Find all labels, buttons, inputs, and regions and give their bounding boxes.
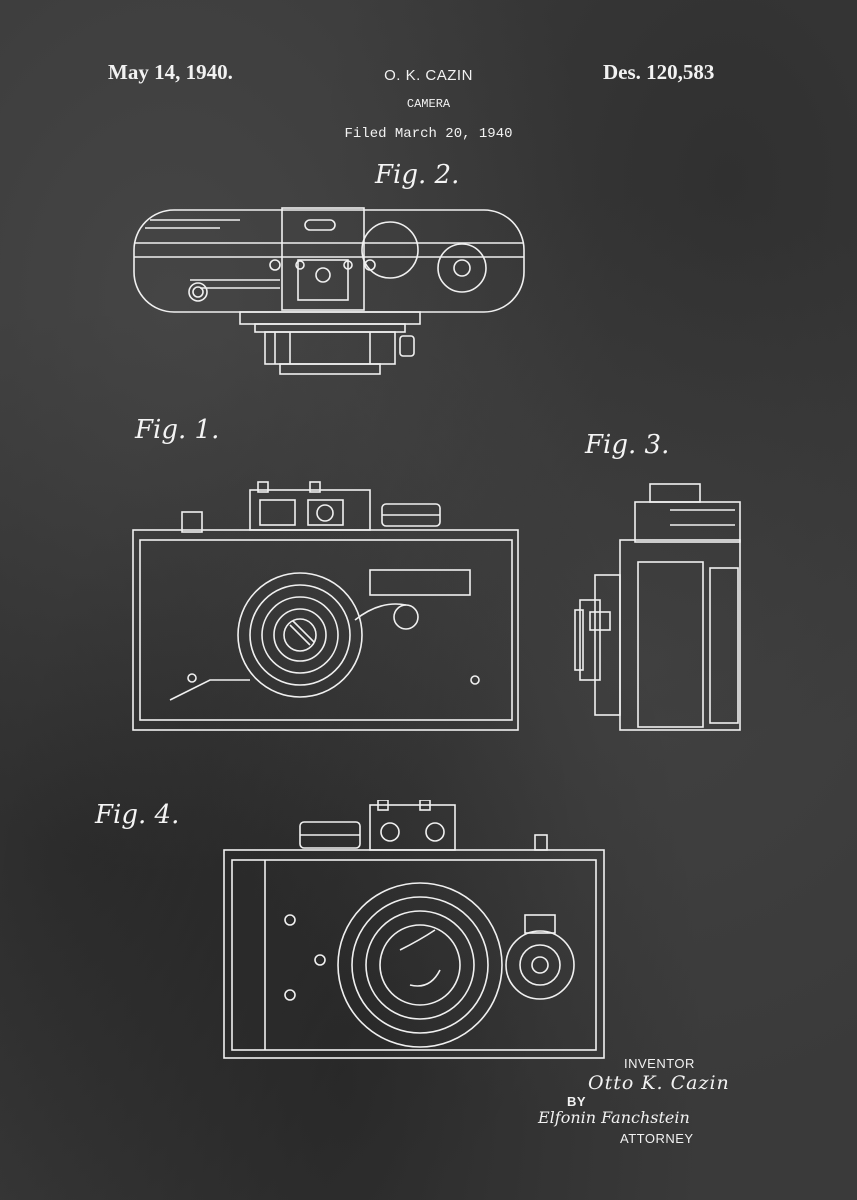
attorney-label: ATTORNEY [620, 1131, 694, 1146]
fig-4-rear-view-drawing [223, 800, 605, 1059]
fig-4-label: Fig. 4. [95, 800, 180, 830]
fig-3-label: Fig. 3. [585, 430, 670, 460]
attorney-signature: Elfonin Fanchstein [538, 1108, 690, 1127]
inventor-heading: O. K. CAZIN [384, 67, 473, 84]
fig-1-front-view-drawing [132, 481, 519, 731]
by-label: BY [567, 1094, 587, 1109]
patent-date: May 14, 1940. [108, 60, 233, 84]
fig-2-label: Fig. 2. [375, 160, 460, 190]
inventor-signature: Otto K. Cazin [588, 1072, 730, 1094]
patent-number: Des. 120,583 [603, 60, 715, 84]
inventor-label: INVENTOR [624, 1056, 695, 1071]
patent-title: CAMERA [406, 97, 451, 111]
fig-2-top-view-drawing [133, 207, 525, 375]
filed-date: Filed March 20, 1940 [344, 126, 513, 142]
fig-3-side-view-drawing [574, 483, 741, 731]
fig-1-label: Fig. 1. [135, 415, 220, 445]
